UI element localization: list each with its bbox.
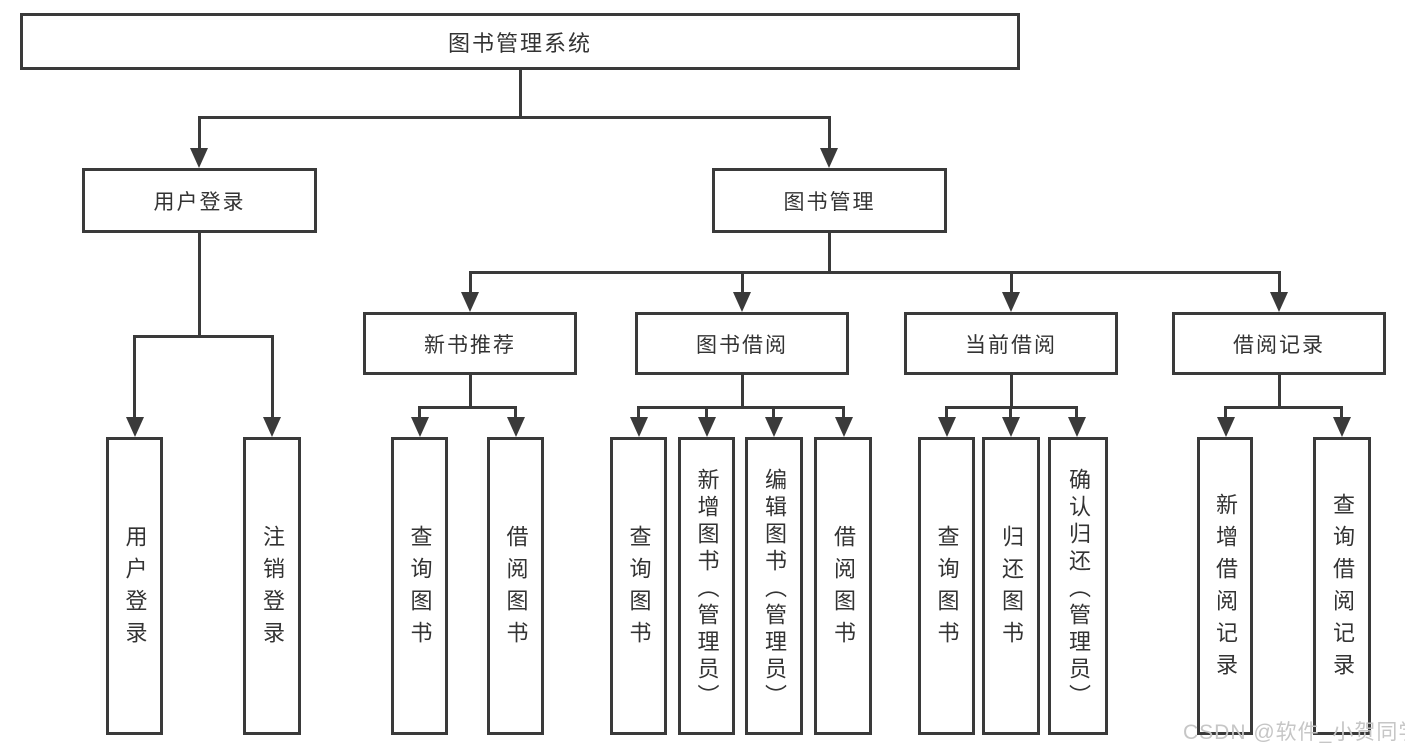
arrow-down-icon — [190, 148, 208, 168]
leaf-logout: 注销登录 — [243, 437, 301, 735]
leaf-query-books-current: 查询图书 — [918, 437, 975, 735]
connector-line — [1224, 407, 1227, 419]
connector-line — [514, 407, 517, 419]
connector-line — [197, 117, 201, 150]
leaf-query-books-recommend: 查询图书 — [391, 437, 448, 735]
arrow-down-icon — [125, 417, 144, 437]
leaf-return-book: 归还图书 — [982, 437, 1040, 735]
arrow-down-icon — [1270, 292, 1288, 312]
leaf-edit-book-admin: 编辑图书（管理员） — [745, 437, 803, 735]
connector-line — [1009, 375, 1013, 409]
leaf-query-borrow-record: 查询借阅记录 — [1313, 437, 1371, 735]
leaf-query-books-borrow: 查询图书 — [610, 437, 667, 735]
node-new-book-recommend: 新书推荐 — [363, 312, 577, 375]
connector-line — [197, 233, 201, 338]
arrow-down-icon — [461, 292, 479, 312]
leaf-add-borrow-record: 新增借阅记录 — [1197, 437, 1253, 735]
connector-line — [1277, 375, 1281, 409]
connector-line — [705, 407, 708, 419]
arrow-down-icon — [629, 417, 648, 437]
arrow-down-icon — [1002, 292, 1020, 312]
arrow-down-icon — [820, 148, 838, 168]
connector-line — [842, 407, 845, 419]
arrow-down-icon — [1332, 417, 1351, 437]
connector-line — [1009, 407, 1012, 419]
arrow-down-icon — [1067, 417, 1086, 437]
arrow-down-icon — [410, 417, 429, 437]
arrow-down-icon — [937, 417, 956, 437]
connector-line — [637, 405, 845, 409]
arrow-down-icon — [733, 292, 751, 312]
leaf-user-login: 用户登录 — [106, 437, 163, 735]
connector-line — [740, 375, 744, 409]
arrow-down-icon — [764, 417, 783, 437]
node-library-system: 图书管理系统 — [20, 13, 1020, 70]
connector-line — [468, 272, 472, 294]
leaf-borrow-books-recommend: 借阅图书 — [487, 437, 544, 735]
arrow-down-icon — [263, 417, 281, 437]
arrow-down-icon — [1001, 417, 1020, 437]
connector-line — [637, 407, 640, 419]
leaf-borrow-books-borrow: 借阅图书 — [814, 437, 872, 735]
node-book-management: 图书管理 — [712, 168, 947, 233]
node-borrow-records: 借阅记录 — [1172, 312, 1386, 375]
connector-line — [945, 407, 948, 419]
connector-line — [772, 407, 775, 419]
leaf-confirm-return-admin: 确认归还（管理员） — [1048, 437, 1108, 735]
connector-line — [270, 336, 274, 419]
connector-line — [1224, 405, 1343, 409]
connector-line — [1075, 407, 1078, 419]
arrow-down-icon — [834, 417, 853, 437]
connector-line — [1340, 407, 1343, 419]
node-current-borrow: 当前借阅 — [904, 312, 1118, 375]
connector-line — [827, 117, 831, 150]
connector-line — [197, 115, 831, 119]
connector-line — [945, 405, 1078, 409]
leaf-add-book-admin: 新增图书（管理员） — [678, 437, 735, 735]
connector-line — [1009, 272, 1013, 294]
connector-line — [133, 336, 136, 419]
arrow-down-icon — [1216, 417, 1235, 437]
connector-line — [468, 270, 1281, 274]
node-book-borrow: 图书借阅 — [635, 312, 849, 375]
node-user-login: 用户登录 — [82, 168, 317, 233]
arrow-down-icon — [697, 417, 716, 437]
connector-line — [740, 272, 744, 294]
arrow-down-icon — [506, 417, 525, 437]
connector-line — [418, 405, 517, 409]
connector-line — [518, 70, 522, 119]
connector-line — [468, 375, 472, 409]
connector-line — [133, 334, 274, 338]
connector-line — [418, 407, 421, 419]
connector-line — [827, 233, 831, 274]
watermark: CSDN @软件_小贺同学 — [1183, 721, 1405, 744]
connector-line — [1277, 272, 1281, 294]
